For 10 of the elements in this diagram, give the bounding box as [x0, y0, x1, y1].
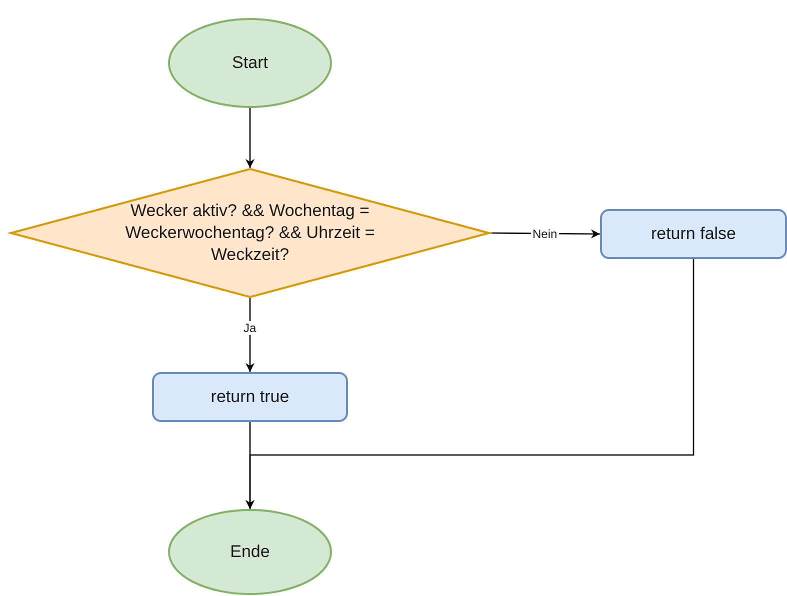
- arrow: [246, 259, 694, 509]
- edge-label: Ja: [242, 321, 258, 335]
- node-label: return true: [210, 386, 290, 408]
- edge-label: Nein: [530, 226, 560, 240]
- node-label: return false: [650, 223, 736, 245]
- node-label: Ende: [230, 541, 270, 563]
- arrow: [246, 108, 254, 168]
- arrow: [246, 298, 254, 372]
- node-label: Wecker aktiv? && Wochentag = Weckerwochentag? && Uhrzeit = Weckzeit?: [124, 200, 376, 266]
- node-label: Start: [232, 52, 268, 74]
